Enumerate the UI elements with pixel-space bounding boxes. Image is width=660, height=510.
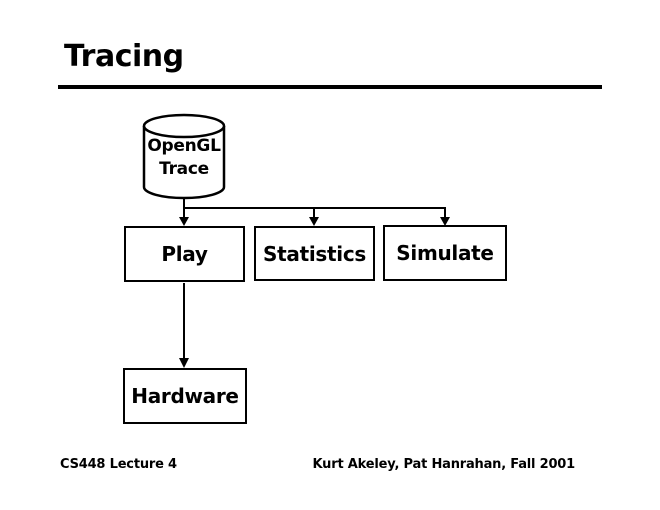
opengl-trace-label: OpenGL Trace (147, 136, 221, 179)
node-simulate-label: Simulate (396, 241, 494, 265)
node-play: Play (124, 226, 245, 282)
node-simulate: Simulate (383, 225, 507, 281)
footer-credits-label: Kurt Akeley, Pat Hanrahan, Fall 2001 (312, 457, 576, 472)
node-statistics-label: Statistics (263, 241, 366, 266)
slide-title: Tracing (64, 39, 184, 74)
node-hardware: Hardware (123, 368, 247, 424)
opengl-trace-cylinder (142, 113, 226, 200)
arrow-play-to-hardware (179, 283, 189, 368)
title-rule (58, 85, 602, 89)
node-statistics: Statistics (254, 226, 375, 281)
node-hardware-label: Hardware (131, 384, 239, 408)
footer-course-label: CS448 Lecture 4 (60, 457, 177, 472)
arrow-trace-to-statistics (309, 208, 319, 226)
arrow-trace-to-play (179, 208, 189, 226)
arrow-trace-to-simulate (440, 207, 450, 226)
node-play-label: Play (161, 242, 208, 266)
